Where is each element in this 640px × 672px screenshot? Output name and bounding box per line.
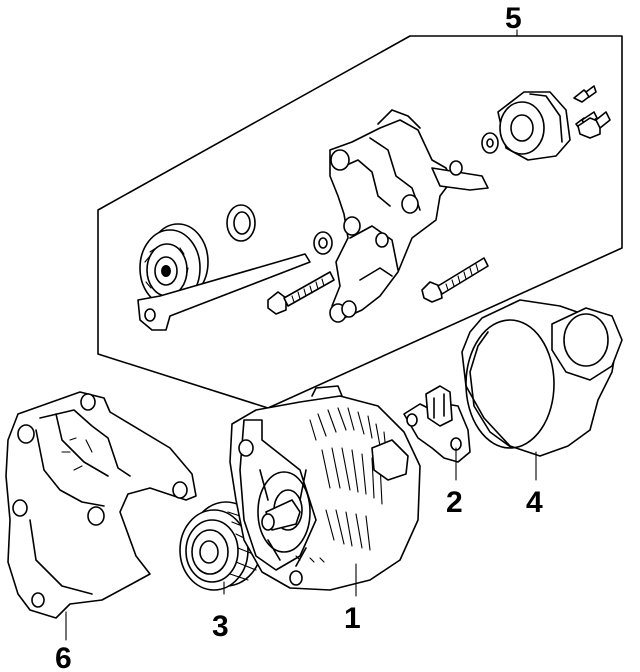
callout-2: 2	[446, 486, 463, 519]
alternator-pulley	[179, 501, 263, 591]
mounting-bolt-left	[267, 271, 335, 315]
voltage-regulator	[403, 385, 471, 463]
support-rod	[137, 253, 311, 331]
callout-6: 6	[55, 642, 72, 672]
tensioner-bracket	[329, 109, 453, 323]
alternator-mounting-bracket	[5, 391, 197, 619]
callout-4: 4	[526, 486, 543, 519]
screw-lower	[577, 111, 611, 139]
small-washer	[313, 231, 333, 255]
mounting-bolt-right	[421, 257, 489, 303]
callout-3: 3	[212, 610, 229, 643]
callout-1: 1	[344, 602, 361, 635]
callout-5: 5	[505, 2, 522, 35]
seal-ring	[226, 204, 256, 242]
screw-top	[573, 85, 597, 103]
leader-lines	[65, 447, 537, 641]
idler-pulley	[139, 223, 209, 307]
alternator-housing-cover	[461, 299, 623, 457]
tensioner-arm	[431, 160, 489, 191]
alternator	[229, 385, 421, 591]
belt-tensioner	[481, 91, 571, 161]
